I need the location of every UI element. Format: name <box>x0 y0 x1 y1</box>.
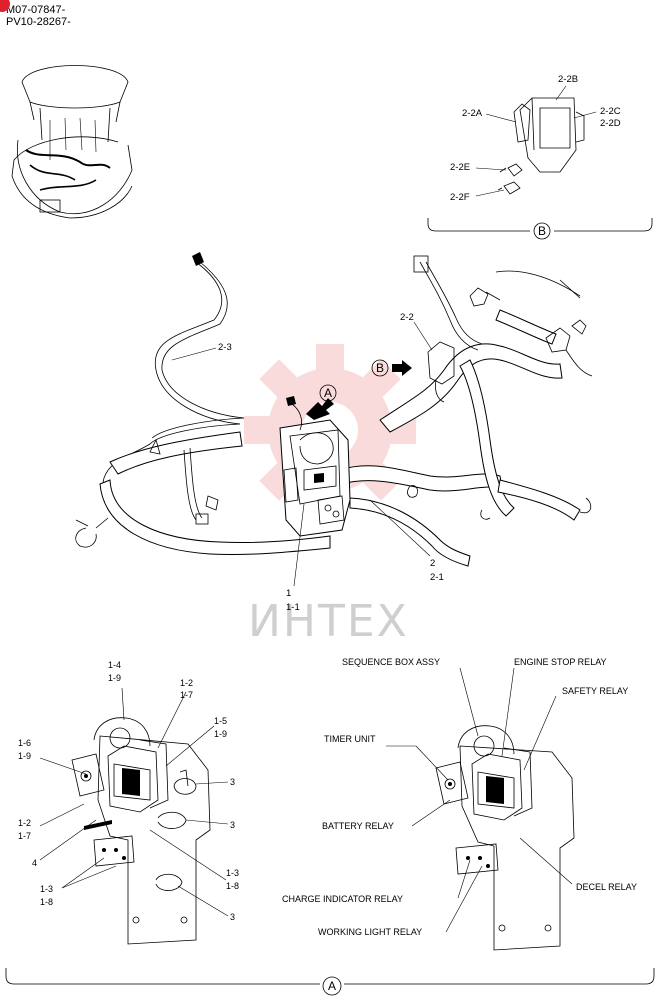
label-1-9-c: 1-9 <box>18 751 31 761</box>
label-1-2-a: 1-2 <box>180 678 193 688</box>
label-1-9-b: 1-9 <box>214 729 227 739</box>
view-a-marker: A <box>328 979 336 993</box>
view-a-left: 1-4 1-9 1-2 1-7 1-5 1-9 1-6 1-9 3 3 1-2 … <box>18 660 239 945</box>
label-1: 1 <box>286 588 291 599</box>
view-a-bracket: A <box>5 968 655 996</box>
label-2-2b: 2-2B <box>558 74 578 85</box>
label-1-9-a: 1-9 <box>108 673 121 683</box>
label-3-a: 3 <box>230 777 235 787</box>
label-1-3-a: 1-3 <box>226 868 239 878</box>
view-b: 2-2A 2-2B 2-2C 2-2D 2-2E 2-2F B <box>427 74 653 240</box>
label-2-2d: 2-2D <box>600 118 621 129</box>
label-2-2a: 2-2A <box>462 108 483 119</box>
label-1-2-b: 1-2 <box>18 818 31 828</box>
label-4: 4 <box>32 858 37 868</box>
label-3-b: 3 <box>230 820 235 830</box>
label-timer-unit: TIMER UNIT <box>324 734 376 744</box>
main-marker-a: A <box>324 386 332 400</box>
machine-thumbnail <box>11 65 133 219</box>
view-a-right: SEQUENCE BOX ASSY ENGINE STOP RELAY SAFE… <box>282 657 637 951</box>
label-working-light-relay: WORKING LIGHT RELAY <box>318 927 422 937</box>
watermark-text: ИНТЕХ <box>248 596 409 647</box>
label-1-3-b: 1-3 <box>40 884 53 894</box>
label-1-4: 1-4 <box>108 660 121 670</box>
label-safety-relay: SAFETY RELAY <box>562 686 628 696</box>
label-2-2f: 2-2F <box>450 192 470 203</box>
label-sequence-box: SEQUENCE BOX ASSY <box>342 657 440 667</box>
label-1-7-b: 1-7 <box>18 831 31 841</box>
view-b-marker: B <box>538 224 546 238</box>
main-harness: A B 2-3 2-2 2 2-1 1 1-1 <box>75 252 593 613</box>
label-2-3: 2-3 <box>218 342 232 353</box>
serial-line-2: PV10-28267- <box>6 16 71 28</box>
label-charge-indicator-relay: CHARGE INDICATOR RELAY <box>282 894 403 904</box>
label-1-6: 1-6 <box>18 738 31 748</box>
label-1-5: 1-5 <box>214 716 227 726</box>
label-2-2e: 2-2E <box>450 162 470 173</box>
label-1-8-b: 1-8 <box>40 897 53 907</box>
label-2-2c: 2-2C <box>600 106 621 117</box>
label-1-1: 1-1 <box>286 602 300 613</box>
corner-badge <box>0 0 10 12</box>
label-decel-relay: DECEL RELAY <box>576 882 637 892</box>
label-engine-stop-relay: ENGINE STOP RELAY <box>514 657 607 667</box>
main-marker-b: B <box>376 361 384 375</box>
label-3-c: 3 <box>230 912 235 922</box>
label-1-8-a: 1-8 <box>226 881 239 891</box>
serial-line-1: M07-07847- <box>6 4 66 16</box>
label-2-2: 2-2 <box>400 312 414 323</box>
label-1-7-a: 1-7 <box>180 690 193 700</box>
label-battery-relay: BATTERY RELAY <box>322 821 394 831</box>
label-2: 2 <box>430 558 435 569</box>
label-2-1: 2-1 <box>430 572 444 583</box>
